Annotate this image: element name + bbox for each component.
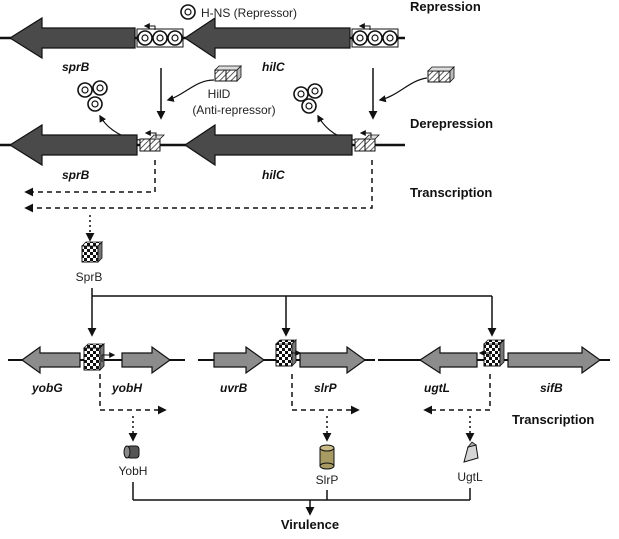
sprb-protein-label: SprB bbox=[76, 270, 103, 284]
hns-legend-icon bbox=[180, 4, 196, 20]
slrp-gene-arrow bbox=[299, 345, 367, 375]
hild-icon-2 bbox=[427, 66, 455, 83]
yobh-protein-icon bbox=[123, 445, 140, 459]
gene-label-ugtl: ugtL bbox=[424, 381, 450, 395]
sprb-bound-yob bbox=[83, 347, 101, 371]
ugtl-protein-label: UgtL bbox=[457, 470, 483, 484]
slrp-protein-label: SlrP bbox=[316, 473, 339, 487]
uvrb-gene-arrow bbox=[213, 345, 266, 375]
gene-label-hilc-top: hilC bbox=[262, 60, 285, 74]
gene-label-uvrb: uvrB bbox=[220, 381, 248, 395]
ugtl-locus: ugtL sifB bbox=[378, 339, 610, 442]
derepression-arrows bbox=[156, 68, 428, 120]
hilc-gene-arrow-top bbox=[183, 16, 351, 60]
sprb-protein-icon bbox=[81, 241, 103, 263]
gene-label-sprb-mid: sprB bbox=[62, 168, 90, 182]
heading-derepression: Derepression bbox=[410, 116, 493, 131]
slrp-protein-icon bbox=[319, 444, 335, 470]
yobh-gene-arrow bbox=[121, 345, 172, 375]
ugtl-gene-arrow bbox=[418, 345, 478, 375]
released-hns-left bbox=[77, 80, 108, 112]
release-arrow-left bbox=[99, 114, 143, 141]
virulence-tree bbox=[132, 482, 471, 516]
hild-bound-hilc bbox=[354, 134, 380, 152]
hns-bound-hilc bbox=[352, 30, 398, 46]
heading-transcription-bottom: Transcription bbox=[512, 412, 594, 427]
heading-repression: Repression bbox=[410, 0, 481, 14]
sprb-bound-slrp bbox=[275, 343, 293, 367]
promoter-arrow-hilc-top bbox=[358, 23, 371, 30]
gene-label-yobh: yobH bbox=[111, 381, 142, 395]
hild-sublabel: (Anti-repressor) bbox=[192, 103, 275, 117]
gene-label-sifb: sifB bbox=[540, 381, 563, 395]
promoter-arrow-sprb-top bbox=[143, 23, 156, 30]
hild-bound-sprb bbox=[139, 134, 165, 152]
yob-locus: yobG yobH bbox=[8, 343, 185, 442]
heading-virulence: Virulence bbox=[281, 517, 339, 532]
gene-label-hilc-mid: hilC bbox=[262, 168, 285, 182]
yobg-gene-arrow bbox=[20, 345, 81, 375]
heading-transcription-top: Transcription bbox=[410, 185, 492, 200]
sifb-gene-arrow bbox=[507, 345, 602, 375]
slrp-locus: uvrB slrP bbox=[198, 339, 375, 442]
sprb-gene-arrow-top bbox=[8, 16, 136, 60]
yobh-protein-label: YobH bbox=[119, 464, 148, 478]
transcription-arrows-top bbox=[24, 160, 373, 242]
gene-label-slrp: slrP bbox=[314, 381, 338, 395]
hilc-gene-arrow-mid bbox=[183, 123, 353, 167]
hild-label: HilD bbox=[208, 87, 231, 101]
gene-label-sprb-top: sprB bbox=[62, 60, 90, 74]
derepression-row: sprB hilC bbox=[0, 123, 405, 182]
hns-label: H-NS (Repressor) bbox=[201, 6, 297, 20]
ugtl-protein-icon bbox=[463, 441, 479, 463]
repression-row: sprB hilC H-NS (Repressor) Repression bbox=[0, 0, 481, 74]
sprb-bound-ugtl bbox=[483, 343, 501, 367]
sprb-targets-tree bbox=[87, 288, 497, 337]
gene-label-yobg: yobG bbox=[31, 381, 63, 395]
hns-bound-sprb bbox=[137, 30, 183, 46]
sprb-gene-arrow-mid bbox=[8, 123, 138, 167]
released-hns-right bbox=[293, 83, 323, 114]
hild-icon-1 bbox=[214, 65, 242, 82]
